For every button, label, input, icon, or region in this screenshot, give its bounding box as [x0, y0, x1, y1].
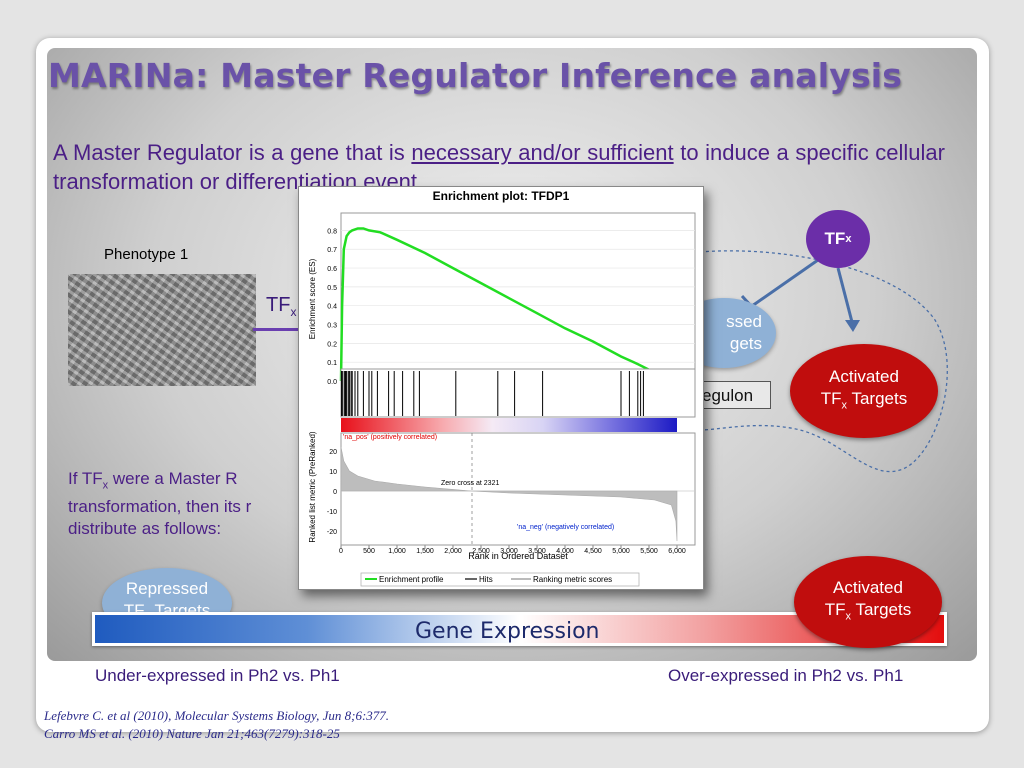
x-tick-label: 500	[363, 548, 375, 555]
metric-ytick-label: 10	[329, 469, 337, 476]
repressed-partial-line1: ssed	[726, 312, 762, 331]
desc-line1-sub: x	[102, 479, 109, 492]
neg-label: 'na_neg' (negatively correlated)	[517, 524, 614, 531]
activated-line2: TFx Targets	[825, 599, 911, 627]
intro-text: A Master Regulator is a gene that is nec…	[53, 138, 945, 196]
regulon-label: egulon	[697, 381, 771, 409]
legend-box	[360, 572, 640, 587]
es-ytick-label: 0.0	[327, 379, 337, 386]
x-tick-label: 4,000	[556, 548, 574, 555]
legend-label-metric: Ranking metric scores	[533, 575, 612, 584]
intro-post: to induce a specific cellular transforma…	[53, 140, 945, 194]
x-tick-label: 3,000	[500, 548, 518, 555]
gene-expression-label: Gene Expression	[415, 619, 600, 644]
metric-ytick-label: 20	[329, 449, 337, 456]
metric-ytick-label: -10	[327, 509, 337, 516]
activated-tf: TF	[824, 599, 846, 619]
legend-label-hits: Hits	[479, 575, 493, 584]
x-tick-label: 6,000	[668, 548, 686, 555]
tf-node-sub: x	[845, 233, 852, 245]
activated-targets: Targets	[851, 599, 912, 619]
reference-1: Lefebvre C. et al (2010), Molecular Syst…	[44, 708, 390, 723]
enrichment-profile-line	[339, 227, 678, 383]
activated-line1: Activated	[833, 577, 903, 597]
activated-top-tf: TF	[820, 388, 842, 408]
desc-line3: distribute as follows:	[68, 519, 222, 539]
repressed-partial-line2: gets	[729, 334, 762, 353]
es-ytick-label: 0.3	[327, 323, 337, 330]
activated-sub: x	[845, 610, 852, 623]
es-ytick-label: 0.7	[327, 247, 337, 254]
hits-panel	[340, 368, 696, 418]
enrichment-plot-window: Enrichment plot: TFDP1 0.8 0.7 0.6 0.5 0.4 0.…	[298, 186, 704, 590]
x-tick-label: 1,000	[388, 548, 406, 555]
es-ytick-label: 0.4	[327, 304, 337, 311]
es-ytick-label: 0.5	[327, 285, 337, 292]
enrichment-plot: 0.80.70.60.50.40.30.20.10.0 20100-10-20 …	[308, 212, 696, 587]
activated-targets-bottom: Activated TFx Targets	[794, 556, 942, 648]
desc-line2: transformation, then its r	[68, 497, 252, 517]
es-ytick-label: 0.2	[327, 341, 337, 348]
activated-top-sub: x	[841, 399, 848, 412]
metric-ylabel: Ranked list metric (PreRanked)	[308, 431, 317, 542]
legend-label-enrichment: Enrichment profile	[379, 575, 444, 584]
desc-line1-a: If TF	[68, 469, 103, 488]
tf-label: TFx	[266, 294, 296, 319]
x-tick-label: 2,000	[444, 548, 462, 555]
heat-band	[341, 418, 677, 432]
tf-label-sub: x	[290, 305, 297, 319]
es-ytick-label: 0.8	[327, 228, 337, 235]
es-ytick-label: 0.6	[327, 266, 337, 273]
desc-line1: If TFx were a Master R	[68, 468, 308, 496]
x-tick-label: 2,500	[472, 548, 490, 555]
x-tick-label: 1,500	[416, 548, 434, 555]
intro-pre: A Master Regulator is a gene that is	[53, 140, 412, 165]
es-ytick-label: 0.1	[327, 360, 337, 367]
pos-label: 'na_pos' (positively correlated)	[343, 434, 437, 441]
x-axis-label: Rank in Ordered Dataset	[468, 551, 568, 561]
activated-top-line2: TFx Targets	[821, 388, 907, 416]
phenotype-label: Phenotype 1	[104, 246, 189, 263]
x-tick-label: 4,500	[584, 548, 602, 555]
x-tick-label: 3,500	[528, 548, 546, 555]
intro-underline: necessary and/or sufficient	[411, 140, 674, 165]
ranking-metric-area	[340, 446, 678, 542]
repressed-line1: Repressed	[125, 578, 209, 598]
metric-ytick-label: 0	[333, 489, 337, 496]
tf-label-text: TF	[266, 294, 291, 316]
activated-targets-top: Activated TFx Targets	[790, 344, 938, 438]
reference-2: Carro MS et al. (2010) Nature Jan 21;463…	[44, 726, 340, 741]
desc-line1-c: were a Master R	[108, 469, 238, 488]
activated-top-line1: Activated	[829, 366, 899, 386]
x-tick-label: 5,000	[612, 548, 630, 555]
slide-title: MARINa: Master Regulator Inference analy…	[48, 56, 903, 95]
description-text: If TFx were a Master R transformation, t…	[68, 468, 308, 540]
activated-top-targets: Targets	[847, 388, 908, 408]
tf-node-text: TF	[824, 229, 846, 248]
metric-ytick-label: -20	[327, 529, 337, 536]
x-tick-label: 0	[339, 548, 343, 555]
under-expressed-label: Under-expressed in Ph2 vs. Ph1	[95, 666, 340, 685]
tf-connector-line	[253, 328, 299, 331]
es-ylabel: Enrichment score (ES)	[308, 258, 317, 339]
over-expressed-label: Over-expressed in Ph2 vs. Ph1	[668, 666, 904, 685]
plot-title: Enrichment plot: TFDP1	[432, 189, 570, 203]
x-tick-label: 5,500	[640, 548, 658, 555]
phenotype-image	[68, 274, 256, 386]
zero-cross-label: Zero cross at 2321	[441, 480, 499, 487]
